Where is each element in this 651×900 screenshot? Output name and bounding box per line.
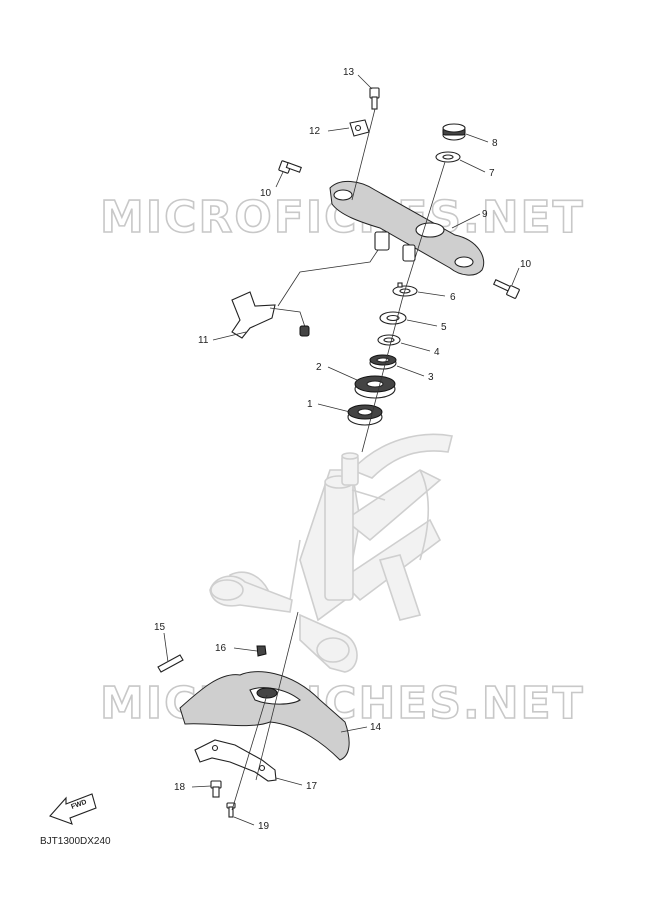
- callout-9: 9: [482, 209, 488, 220]
- callout-13: 13: [343, 67, 355, 78]
- part-8-collar: [442, 123, 466, 141]
- part-16-clip: [256, 645, 267, 657]
- callout-10-right: 10: [520, 259, 532, 270]
- part-3-bearing-cover: [369, 354, 397, 370]
- frame-ghost: [209, 433, 453, 673]
- callout-8: 8: [492, 138, 498, 149]
- part-2-bearing: [354, 375, 396, 399]
- callout-12: 12: [309, 126, 321, 137]
- callout-2: 2: [316, 362, 322, 373]
- part-14-cover: [179, 671, 350, 761]
- callout-4: 4: [434, 347, 440, 358]
- part-4-washer: [377, 334, 401, 346]
- callout-10-left: 10: [260, 188, 272, 199]
- part-15-bolt: [157, 654, 184, 673]
- callout-5: 5: [441, 322, 447, 333]
- part-5-ring-nut: [379, 311, 407, 325]
- assembly-lines: [231, 108, 446, 811]
- callout-18: 18: [174, 782, 186, 793]
- part-10-bolt-left: [278, 160, 302, 174]
- part-18-bolt: [210, 780, 222, 798]
- callout-16: 16: [215, 643, 227, 654]
- callout-19: 19: [258, 821, 270, 832]
- part-17-bracket: [194, 739, 277, 782]
- leader-lines: [163, 74, 520, 826]
- part-1-bearing-race: [347, 404, 383, 426]
- callout-14: 14: [370, 722, 382, 733]
- part-9-upper-bracket: [329, 181, 485, 276]
- callout-1: 1: [307, 399, 313, 410]
- diagram-code: BJT1300DX240: [40, 836, 111, 847]
- part-7-washer: [435, 151, 461, 163]
- callout-6: 6: [450, 292, 456, 303]
- fwd-arrow: FWD: [49, 793, 97, 825]
- callout-11: 11: [198, 335, 209, 346]
- callouts: 13 12 8 7 10 9 10 6 5 4 3 2 1 11 15 16 1…: [154, 67, 532, 832]
- part-11-hose-guide: [231, 249, 379, 339]
- part-13-bolt: [369, 87, 380, 110]
- part-12-bracket: [349, 119, 370, 137]
- callout-3: 3: [428, 372, 434, 383]
- callout-17: 17: [306, 781, 318, 792]
- part-10-bolt-right: [492, 279, 520, 299]
- callout-15: 15: [154, 622, 166, 633]
- callout-7: 7: [489, 168, 495, 179]
